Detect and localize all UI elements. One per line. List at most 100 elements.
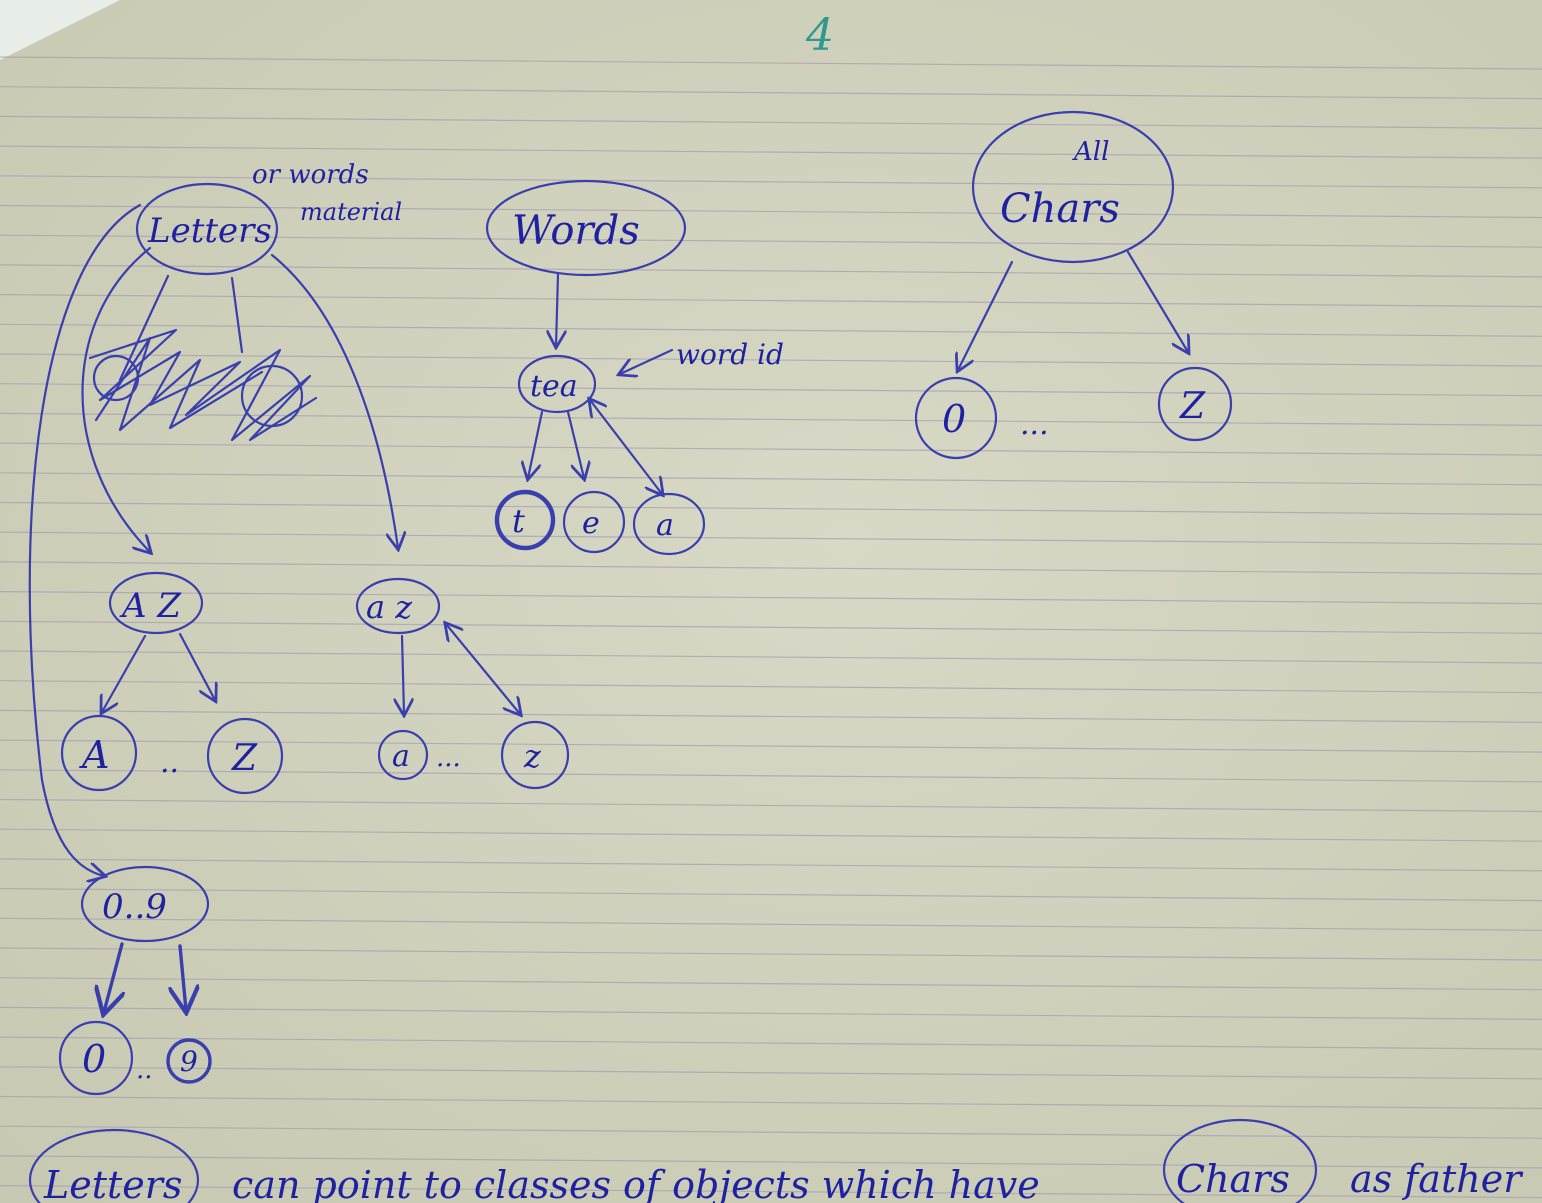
- rule-line: [0, 86, 1542, 100]
- rule-line: [0, 323, 1542, 337]
- leaf-uppercase-a: [60, 714, 138, 792]
- letters-side-note-line2: material: [300, 198, 402, 226]
- lowercase-dots: ...: [436, 743, 461, 773]
- scribbled-out-nodes: [88, 274, 318, 442]
- rule-line: [0, 383, 1542, 397]
- arrow-chars-to-z: [1126, 250, 1188, 352]
- rule-line: [0, 858, 1542, 872]
- arrow-chars-to-zero: [958, 260, 1014, 370]
- torn-corner: [0, 0, 120, 60]
- leaf-uppercase-z: [206, 717, 284, 795]
- rule-line: [0, 739, 1542, 753]
- rule-line: [0, 1155, 1542, 1169]
- leaf-lowercase-a: [377, 729, 429, 781]
- uppercase-dots: ..: [160, 745, 179, 780]
- arrow-tea-to-t: [528, 410, 544, 478]
- leaf-digit-zero-label: 0: [82, 1037, 106, 1081]
- leaf-uppercase-z-label: Z: [231, 738, 258, 779]
- leaf-lowercase-a-label: a: [392, 739, 410, 774]
- rule-line: [0, 1036, 1542, 1050]
- rule-line: [0, 442, 1542, 456]
- digit-dots: ..: [136, 1055, 153, 1085]
- rule-line: [0, 887, 1542, 902]
- footer-circled-word-2: Chars: [1176, 1157, 1290, 1201]
- rule-lines: [0, 56, 1542, 1199]
- lowercase-group-label: a z: [366, 588, 413, 626]
- arrow-letters-to-uppercase: [81, 246, 151, 552]
- leaf-chars-z-label: Z: [1179, 386, 1206, 427]
- rule-line: [0, 472, 1542, 486]
- leaf-chars-z: [1157, 366, 1233, 442]
- rule-line: [0, 1125, 1542, 1139]
- rule-line: [0, 561, 1542, 575]
- leaf-digit-nine-label: 9: [180, 1045, 198, 1078]
- footer-text-1: can point to classes of objects which ha…: [232, 1163, 1040, 1203]
- rule-line: [0, 709, 1542, 724]
- rule-line: [0, 294, 1542, 308]
- rule-line: [0, 798, 1542, 813]
- letters-root-node: [135, 182, 279, 276]
- leaf-word-a-label: a: [656, 508, 674, 543]
- rule-line: [0, 828, 1542, 842]
- arrow-letters-to-digits: [28, 203, 142, 876]
- rule-line: [0, 650, 1542, 664]
- lowercase-group-node: [355, 577, 441, 635]
- arrow-tea-to-a: [590, 400, 662, 494]
- leaf-word-e-label: e: [582, 506, 600, 541]
- rule-line: [0, 1066, 1542, 1080]
- leaf-lowercase-z: [500, 720, 570, 790]
- page-number: 4: [805, 10, 834, 61]
- leaf-word-a: [632, 492, 706, 556]
- rule-line: [0, 1184, 1542, 1199]
- arrow-digits-to-nine: [180, 944, 186, 1010]
- chars-root-line1: All: [1072, 137, 1109, 167]
- arrow-lowercase-to-a: [402, 634, 404, 714]
- rule-line: [0, 353, 1542, 367]
- arrow-uppercase-to-a: [102, 634, 147, 712]
- rule-line: [0, 977, 1542, 991]
- rule-line: [0, 175, 1542, 189]
- tea-label: tea: [530, 369, 578, 404]
- rule-line: [0, 204, 1542, 219]
- leaf-digit-zero: [58, 1020, 134, 1096]
- rule-line: [0, 947, 1542, 961]
- rule-line: [0, 56, 1542, 70]
- leaf-uppercase-a-label: A: [79, 733, 109, 777]
- leaf-digit-nine: [166, 1038, 212, 1084]
- rule-line: [0, 620, 1542, 634]
- rule-line: [0, 531, 1542, 545]
- arrow-word-id-annotation: [620, 348, 674, 374]
- rule-line: [0, 1095, 1542, 1110]
- digit-group-label: 0..9: [102, 887, 167, 927]
- digit-group-node: [80, 865, 210, 943]
- rule-line: [0, 590, 1542, 605]
- words-root-label: Words: [512, 208, 640, 254]
- leaf-lowercase-z-label: z: [523, 737, 542, 775]
- rule-line: [0, 917, 1542, 931]
- leaf-word-t: [494, 489, 556, 551]
- arrow-words-to-tea: [556, 272, 558, 346]
- arrow-digits-to-zero: [104, 942, 122, 1012]
- leaf-word-e: [562, 490, 626, 554]
- letters-side-note-line1: or words: [252, 160, 369, 190]
- chars-root-node: [971, 110, 1175, 264]
- tea-node: [517, 354, 597, 414]
- rule-line: [0, 234, 1542, 248]
- arrow-uppercase-to-z: [178, 632, 215, 700]
- rule-line: [0, 145, 1542, 159]
- footer-circle-letters: [28, 1128, 200, 1203]
- arrow-letters-to-lowercase: [270, 253, 398, 548]
- rule-line: [0, 1006, 1542, 1021]
- leaf-word-t-label: t: [512, 502, 525, 540]
- words-root-node: [485, 179, 687, 277]
- word-id-annotation: word id: [676, 338, 784, 371]
- chars-dots: ...: [1020, 407, 1049, 442]
- rule-line: [0, 115, 1542, 129]
- footer-text-2: as father: [1350, 1157, 1524, 1201]
- footer-circled-word-1: Letters: [43, 1163, 182, 1203]
- leaf-chars-zero: [914, 376, 998, 460]
- rule-line: [0, 680, 1542, 694]
- rule-line: [0, 501, 1542, 516]
